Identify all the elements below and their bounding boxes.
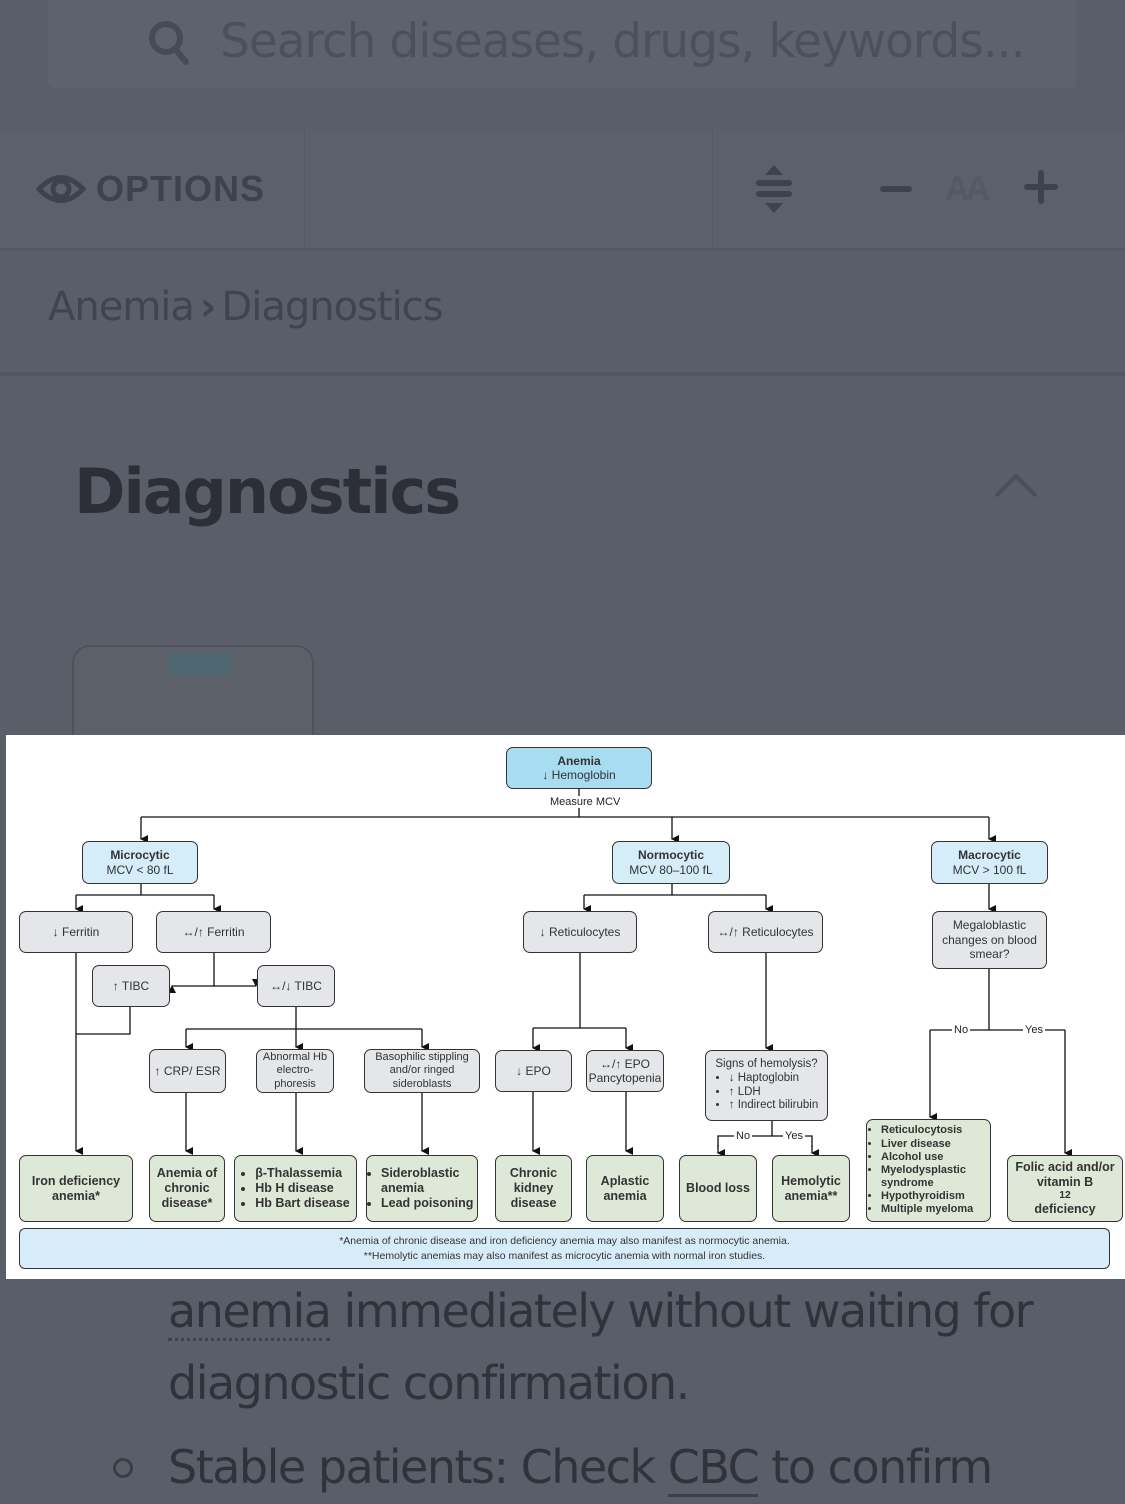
list-item: Hb H disease [255, 1181, 349, 1196]
node-subtitle: MCV > 100 fL [952, 862, 1027, 877]
outcome-non-megaloblastic: Reticulocytosis Liver disease Alcohol us… [866, 1119, 991, 1222]
content-line: anemia immediately without waiting for [168, 1284, 1034, 1341]
plus-icon[interactable] [1024, 170, 1058, 204]
anemia-link[interactable]: anemia [168, 1284, 332, 1341]
breadcrumb: Anemia›Diagnostics [48, 284, 444, 330]
content-line: Stable patients: Check CBC to confirm [168, 1440, 993, 1497]
node-low-reticulocytes: ↓ Reticulocytes [523, 911, 637, 953]
breadcrumb-item-diagnostics[interactable]: Diagnostics [221, 284, 443, 330]
list-item: β-Thalassemia [255, 1166, 349, 1181]
edge-label-yes: Yes [1023, 1024, 1045, 1036]
node-subtitle: MCV < 80 fL [106, 862, 174, 877]
search-input[interactable]: Search diseases, drugs, keywords... [220, 14, 1026, 69]
search-icon [149, 21, 189, 65]
list-item: Lead poisoning [381, 1196, 477, 1211]
node-basophilic-stippling: Basophilic stippling and/or ringed sider… [364, 1049, 480, 1093]
node-normal-low-tibc: ↔/↓ TIBC [257, 965, 335, 1007]
list-item: Liver disease [881, 1138, 990, 1151]
outcome-sideroblastic: Sideroblastic anemia Lead poisoning [366, 1155, 478, 1222]
thalassemia-list: β-Thalassemia Hb H disease Hb Bart disea… [241, 1166, 349, 1211]
node-question: Signs of hemolysis? [715, 1057, 818, 1070]
footnote: *Anemia of chronic disease and iron defi… [339, 1235, 790, 1247]
text-span: immediately without waiting for [330, 1284, 1034, 1338]
edge-label-no: No [734, 1130, 753, 1142]
node-title: Normocytic [637, 848, 705, 863]
node-normal-high-ferritin: ↔/↑ Ferritin [156, 911, 271, 953]
non-megaloblastic-list: Reticulocytosis Liver disease Alcohol us… [867, 1124, 990, 1216]
outcome-iron-deficiency: Iron deficiency anemia* [19, 1155, 133, 1222]
search-bar[interactable]: Search diseases, drugs, keywords... [48, 0, 1076, 88]
edge-label-measure-mcv: Measure MCV [548, 796, 623, 808]
section-title[interactable]: Diagnostics [74, 455, 461, 528]
list-item: Sideroblastic anemia [381, 1166, 477, 1196]
outcome-ckd: Chronic kidney disease [495, 1155, 572, 1222]
node-crp-esr: ↑ CRP/ ESR [149, 1049, 226, 1093]
outcome-thalassemia: β-Thalassemia Hb H disease Hb Bart disea… [234, 1155, 357, 1222]
font-size-label: AA [945, 170, 990, 208]
list-item: Hb Bart disease [255, 1196, 349, 1211]
chevron-right-icon: › [199, 284, 217, 330]
text-span: to confirm [758, 1440, 993, 1494]
expand-collapse-icon[interactable] [752, 163, 796, 215]
outcome-chronic-disease: Anemia of chronic disease* [149, 1155, 225, 1222]
edge-label-no: No [952, 1024, 971, 1036]
list-item: Myelodysplastic syndrome [881, 1164, 990, 1190]
toolbar-divider [712, 130, 713, 248]
node-title: Microcytic [110, 848, 170, 863]
toolbar-divider [304, 130, 305, 248]
node-high-tibc: ↑ TIBC [92, 965, 170, 1007]
breadcrumb-item-anemia[interactable]: Anemia [48, 284, 195, 330]
list-item: Hypothyroidism [881, 1190, 990, 1203]
node-low-epo: ↓ EPO [495, 1050, 572, 1092]
text-span: Stable patients: Check [168, 1440, 668, 1494]
thumbnail-preview [168, 653, 232, 675]
hemolysis-list: ↓ Haptoglobin ↑ LDH ↑ Indirect bilirubin [715, 1072, 818, 1113]
options-toolbar [0, 130, 1125, 250]
list-item: ↓ Haptoglobin [729, 1072, 818, 1086]
list-item: ↑ Indirect bilirubin [729, 1099, 818, 1113]
node-signs-of-hemolysis: Signs of hemolysis? ↓ Haptoglobin ↑ LDH … [705, 1050, 828, 1121]
footnote: **Hemolytic anemias may also manifest as… [363, 1250, 766, 1262]
anemia-diagnostic-flowchart[interactable]: Measure MCV No Yes No Yes Anemia↓ Hemogl… [6, 735, 1125, 1279]
list-item: Reticulocytosis [881, 1124, 990, 1137]
node-low-ferritin: ↓ Ferritin [19, 911, 133, 953]
bullet-icon [113, 1458, 133, 1478]
outcome-aplastic: Aplastic anemia [586, 1155, 664, 1222]
flowchart-connectors [75, 789, 1072, 1157]
node-title: Anemia [557, 753, 601, 768]
content-line: diagnostic confirmation. [168, 1356, 690, 1410]
node-title: Macrocytic [958, 848, 1021, 863]
node-anemia: Anemia↓ Hemoglobin [506, 747, 652, 789]
eye-icon[interactable] [36, 170, 86, 208]
node-line: ↔/↑ EPO [599, 1056, 650, 1071]
outcome-hemolytic: Hemolytic anemia** [772, 1155, 850, 1222]
outcome-blood-loss: Blood loss [679, 1155, 757, 1222]
list-item: ↑ LDH [729, 1086, 818, 1100]
node-hb-electrophoresis: Abnormal Hb electro-phoresis [256, 1049, 334, 1093]
node-subtitle: ↓ Hemoglobin [542, 768, 616, 782]
node-subtitle: MCV 80–100 fL [629, 862, 713, 877]
sideroblastic-list: Sideroblastic anemia Lead poisoning [367, 1166, 477, 1211]
node-megaloblastic: Megaloblastic changes on blood smear? [932, 911, 1047, 969]
list-item: Alcohol use [881, 1151, 990, 1164]
cbc-link[interactable]: CBC [667, 1440, 760, 1497]
section-divider [0, 372, 1125, 376]
list-item: Multiple myeloma [881, 1203, 990, 1216]
node-line: Pancytopenia [588, 1071, 662, 1085]
options-button[interactable]: OPTIONS [96, 168, 266, 209]
minus-icon[interactable] [880, 185, 912, 193]
chevron-up-icon[interactable] [992, 470, 1040, 500]
footnotes: *Anemia of chronic disease and iron defi… [19, 1228, 1110, 1269]
node-normal-high-reticulocytes: ↔/↑ Reticulocytes [708, 911, 823, 953]
edge-label-yes: Yes [783, 1130, 805, 1142]
